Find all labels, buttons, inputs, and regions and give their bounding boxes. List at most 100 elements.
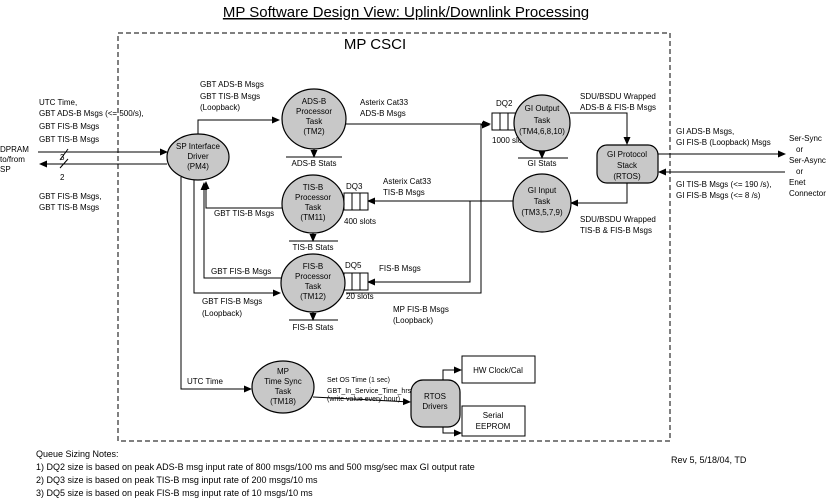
fisb-loopback-to-dq2-arrow — [346, 121, 490, 294]
asterix-tisb-label-2: TIS-B Msgs — [383, 188, 425, 197]
mp-fisb-msgs-label: MP FIS-B Msgs — [393, 305, 449, 314]
rtos-drivers-label-1: RTOS — [424, 392, 446, 401]
fisb-task-label-3: Task — [305, 282, 322, 291]
gi-output-label-2: Task — [534, 116, 551, 125]
dq3-slots: 400 slots — [344, 217, 376, 226]
serial-eeprom-label-1: Serial — [483, 411, 504, 420]
dq5-queue — [343, 272, 369, 291]
sp-interface-label-3: (PM4) — [187, 162, 209, 171]
gbt-fisb-lb-label: GBT FIS-B Msgs — [202, 297, 262, 306]
gi-output-label-3: (TM4,6,8,10) — [519, 127, 565, 136]
gbt-adsb-msgs-label: GBT ADS-B Msgs — [200, 80, 264, 89]
dq2-name: DQ2 — [496, 99, 513, 108]
note-3: 3) DQ5 size is based on peak FIS-B msg i… — [36, 488, 313, 498]
dpram-label-3: SP — [0, 165, 11, 174]
gi-input-label-1: GI Input — [528, 186, 557, 195]
adsb-input-label: GBT ADS-B Msgs (<= 500/s), — [39, 109, 144, 118]
gi-tisb-in-label: GI TIS-B Msgs (<= 190 /s), — [676, 180, 771, 189]
tisb-task-label-2: Processor — [295, 193, 331, 202]
gi-stats-label: GI Stats — [528, 159, 557, 168]
dq3-name: DQ3 — [346, 182, 363, 191]
tisb-task-label-1: TIS-B — [303, 183, 323, 192]
hw-clock-box — [461, 355, 536, 384]
asterix-tisb-label-1: Asterix Cat33 — [383, 177, 432, 186]
gi-stack-label-1: GI Protocol — [607, 150, 647, 159]
time-sync-label-3: Task — [275, 387, 292, 396]
gi-stack-label-2: Stack — [617, 161, 638, 170]
tisb-task-label-4: (TM11) — [300, 213, 326, 222]
gbt-fisb-loopback-label: (Loopback) — [202, 309, 242, 318]
connector-label-4: or — [796, 167, 803, 176]
bus-width-2: 2 — [60, 173, 65, 182]
gi-input-label-2: Task — [534, 197, 551, 206]
write-value-label: (write value every hour) — [327, 396, 400, 403]
loopback-label-top: (Loopback) — [200, 103, 240, 112]
timesync-to-rtos-arrow — [312, 396, 411, 406]
adsb-task-label-2: Processor — [296, 107, 332, 116]
time-sync-label-1: MP — [277, 367, 289, 376]
fisb-input-label: GBT FIS-B Msgs — [39, 122, 99, 131]
bus-slash-2 — [59, 158, 69, 169]
time-sync-label-4: (TM18) — [270, 397, 296, 406]
dq5-name: DQ5 — [345, 261, 362, 270]
sdu-top-label-1: SDU/BSDU Wrapped — [580, 92, 656, 101]
dq3-queue — [343, 192, 369, 211]
gi-input-task — [512, 173, 572, 233]
dpram-label-2: to/from — [0, 155, 25, 164]
diagram-title: MP Software Design View: Uplink/Downlink… — [223, 4, 589, 21]
gi-fisb-in-label: GI FIS-B Msgs (<= 8 /s) — [676, 191, 761, 200]
gbt-in-service-label: GBT_In_Service_Time_hrs — [327, 388, 412, 395]
time-sync-task — [251, 360, 315, 414]
utc-time-label: UTC Time — [187, 377, 224, 386]
set-os-time-label: Set OS Time (1 sec) — [327, 377, 390, 384]
utc-input-label: UTC Time, — [39, 98, 77, 107]
dpram-label-1: DPRAM — [0, 145, 29, 154]
sp-to-timesync-arrow — [180, 177, 252, 393]
gi-input-label-3: (TM3,5,7,9) — [521, 208, 563, 217]
rtos-drivers — [410, 379, 461, 428]
asterix-adsb-label-2: ADS-B Msgs — [360, 109, 406, 118]
rtos-to-hwclock-arrow — [442, 366, 462, 380]
sp-to-fisb-arrow — [193, 180, 281, 297]
sdu-top-label-2: ADS-B & FIS-B Msgs — [580, 103, 656, 112]
tisb-task-label-3: Task — [305, 203, 322, 212]
tisb-stats-label: TIS-B Stats — [293, 243, 334, 252]
connector-label-5: Enet — [789, 178, 806, 187]
fisb-to-sp-arrow — [200, 182, 281, 279]
connector-label-2: or — [796, 145, 803, 154]
revision-label: Rev 5, 5/18/04, TD — [671, 455, 747, 465]
gi-adsb-out-label: GI ADS-B Msgs, — [676, 127, 734, 136]
gi-fisb-out-label: GI FIS-B (Loopback) Msgs — [676, 138, 771, 147]
asterix-adsb-label-1: Asterix Cat33 — [360, 98, 409, 107]
time-sync-label-2: Time Sync — [264, 377, 302, 386]
gi-input-to-dq5-arrow — [367, 201, 471, 286]
rtos-to-eeprom-arrow — [442, 427, 462, 437]
notes-header: Queue Sizing Notes: — [36, 449, 119, 459]
sp-to-adsb-arrow — [197, 116, 280, 134]
connector-label-1: Ser-Sync — [789, 134, 822, 143]
dq2-queue — [491, 112, 517, 131]
sdu-bot-label-2: TIS-B & FIS-B Msgs — [580, 226, 652, 235]
stack-to-gi-input-arrow — [570, 183, 628, 207]
fisb-task-label-1: FIS-B — [303, 262, 323, 271]
adsb-task-label-1: ADS-B — [302, 97, 326, 106]
tisb-input-label: GBT TIS-B Msgs — [39, 135, 99, 144]
gbt-tisb-msgs-label: GBT TIS-B Msgs — [200, 92, 260, 101]
serial-eeprom-box — [461, 405, 526, 437]
csci-boundary — [117, 32, 671, 442]
fisb-task-label-2: Processor — [295, 272, 331, 281]
sp-interface-label-1: SP Interface — [176, 142, 220, 151]
fisb-task-label-4: (TM12) — [300, 292, 326, 301]
fisb-msgs-label: FIS-B Msgs — [379, 264, 421, 273]
sp-interface-label-2: Driver — [187, 152, 209, 161]
connector-label-6: Connector — [789, 189, 826, 198]
gbt-fisb-out-label: GBT FIS-B Msgs, — [39, 192, 102, 201]
note-2: 2) DQ3 size is based on peak TIS-B msg i… — [36, 475, 318, 485]
adsb-task-label-4: (TM2) — [303, 127, 325, 136]
gbt-tisb-left-label: GBT TIS-B Msgs — [214, 209, 274, 218]
gi-output-to-stack-arrow — [570, 112, 631, 145]
csci-label: MP CSCI — [344, 36, 406, 53]
dq2-slots: 1000 slots — [492, 136, 528, 145]
gi-stack-label-3: (RTOS) — [613, 172, 641, 181]
